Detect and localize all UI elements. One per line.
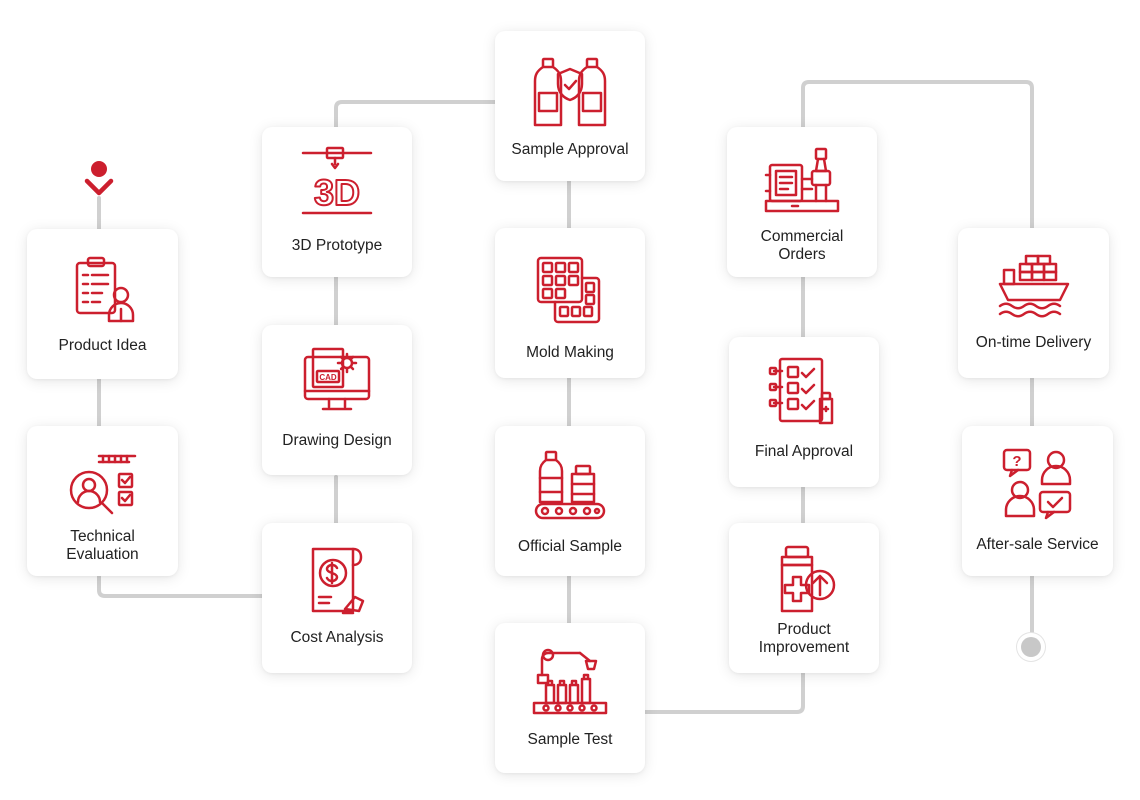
step-card-sample-test: Sample Test <box>495 623 645 773</box>
3d-printer-icon: 3D <box>299 143 375 219</box>
svg-text:3D: 3D <box>314 172 360 213</box>
step-label: Mold Making <box>526 344 614 361</box>
step-label: Technical Evaluation <box>66 528 139 563</box>
step-label: Commercial Orders <box>760 228 844 263</box>
mold-grid-icon <box>532 252 608 328</box>
flow-end-dot <box>1021 637 1041 657</box>
step-label: Drawing Design <box>282 432 392 449</box>
conveyor-bottles-icon <box>532 448 608 524</box>
step-card-drawing-design: CAD Drawing Design <box>262 325 412 475</box>
step-label: Final Approval <box>754 443 854 460</box>
svg-text:CAD: CAD <box>319 373 337 382</box>
step-label: On-time Delivery <box>975 334 1092 351</box>
support-chat-icon: ? <box>1000 446 1076 522</box>
chevron-down-icon <box>84 178 114 196</box>
step-label: Cost Analysis <box>290 629 384 646</box>
step-card-product-improvement: Product Improvement <box>729 523 879 673</box>
svg-text:?: ? <box>1012 453 1021 470</box>
step-label: Sample Test <box>527 731 613 748</box>
step-label: After-sale Service <box>976 536 1099 553</box>
step-card-cost-analysis: Cost Analysis <box>262 523 412 673</box>
step-card-official-sample: Official Sample <box>495 426 645 576</box>
cad-monitor-icon: CAD <box>299 343 375 419</box>
cargo-ship-icon <box>996 248 1072 324</box>
step-card-final-approval: Final Approval <box>729 337 879 487</box>
step-card-product-idea: Product Idea <box>27 229 178 379</box>
step-card-on-time-delivery: On-time Delivery <box>958 228 1109 378</box>
bottle-upgrade-icon <box>766 543 842 619</box>
step-label: Sample Approval <box>511 141 629 158</box>
bottles-shield-icon <box>532 55 608 131</box>
step-label: 3D Prototype <box>291 237 383 254</box>
robot-arm-bottles-icon <box>532 645 608 721</box>
step-card-sample-approval: Sample Approval <box>495 31 645 181</box>
step-card-mold-making: Mold Making <box>495 228 645 378</box>
dollar-document-icon <box>299 543 375 619</box>
step-label: Product Improvement <box>758 621 850 656</box>
step-card-3d-prototype: 3D 3D Prototype <box>262 127 412 277</box>
step-card-commercial-orders: Commercial Orders <box>727 127 877 277</box>
flow-start-dot <box>91 161 107 177</box>
step-card-after-sale-service: ? After-sale Service <box>962 426 1113 576</box>
injection-machine-icon <box>764 145 840 221</box>
step-card-technical-evaluation: Technical Evaluation <box>27 426 178 576</box>
step-label: Product Idea <box>58 337 147 354</box>
step-label: Official Sample <box>518 538 622 555</box>
magnifier-analyst-icon <box>65 446 141 522</box>
checklist-icon <box>766 353 842 429</box>
clipboard-person-icon <box>65 251 141 327</box>
